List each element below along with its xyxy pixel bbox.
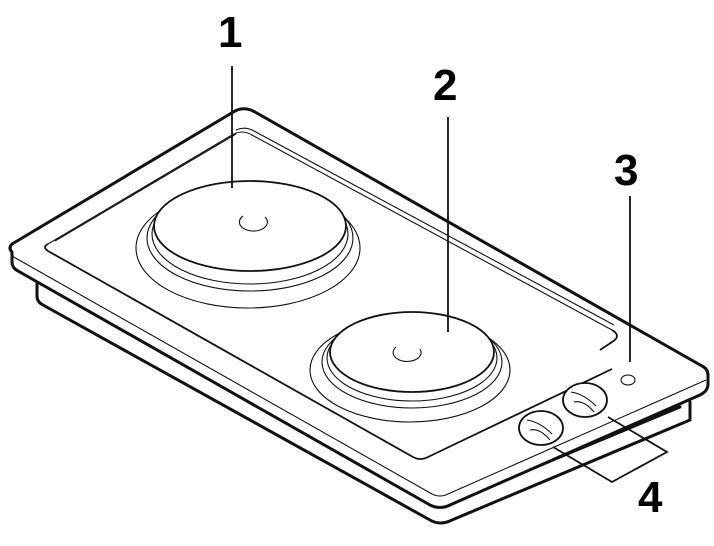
indicator-light [620,374,636,386]
control-knob-right[interactable] [562,382,608,418]
callout-3: 3 [614,146,638,195]
callout-1: 1 [218,8,242,57]
callout-2: 2 [433,61,457,110]
zone-2-center-mark [392,346,422,363]
zone-1-center-mark [238,215,268,232]
hob-top-plate [8,107,710,509]
cooking-zone-2 [309,311,511,423]
callout-4: 4 [638,473,663,522]
leader-line-4 [552,416,669,484]
cooking-zone-1 [135,180,361,309]
control-knob-left[interactable] [518,410,564,446]
